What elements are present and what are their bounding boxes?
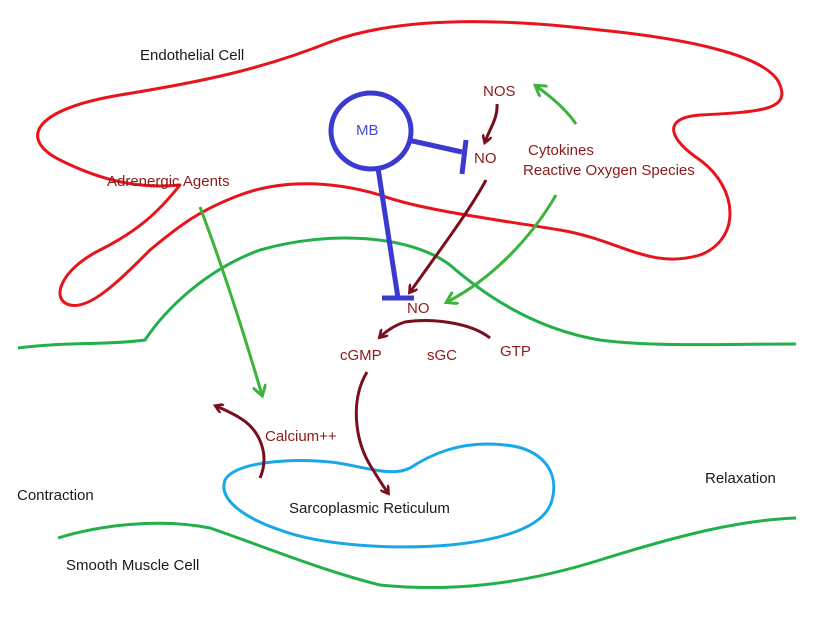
arrow-gtp-to-cgmp: [380, 319, 491, 338]
label-smooth-muscle-cell: Smooth Muscle Cell: [66, 557, 200, 574]
label-nos: NOS: [483, 83, 516, 100]
mb-inhibit-muscle-no: [375, 167, 401, 299]
label-no-endothelial: NO: [474, 150, 497, 167]
label-adrenergic-agents: Adrenergic Agents: [107, 173, 230, 190]
label-gtp: GTP: [500, 343, 531, 360]
label-endothelial-cell: Endothelial Cell: [140, 47, 245, 64]
arrow-nos-to-no: [485, 103, 499, 142]
label-relaxation: Relaxation: [705, 470, 776, 487]
label-sarcoplasmic-reticulum: Sarcoplasmic Reticulum: [289, 500, 450, 517]
smooth-muscle-upper-membrane: [17, 236, 797, 350]
label-sgc: sGC: [427, 347, 457, 364]
label-cytokines: Cytokines: [528, 142, 594, 159]
label-cgmp: cGMP: [340, 347, 382, 364]
label-reactive-oxygen-species: Reactive Oxygen Species: [523, 162, 695, 179]
smooth-muscle-lower-membrane: [57, 516, 797, 590]
label-calcium: Calcium++: [265, 428, 337, 445]
sarcoplasmic-reticulum-outline: [222, 442, 556, 549]
label-contraction: Contraction: [17, 487, 94, 504]
arrow-cgmp-to-reticulum: [354, 371, 388, 493]
endothelial-cell-outline: [36, 20, 784, 308]
inhibit-bar-endothelial-no: [459, 139, 469, 175]
arrow-cytokines-to-nos: [536, 86, 578, 125]
arrow-calcium-release: [216, 406, 266, 479]
mb-inhibit-endothelial-no: [407, 137, 463, 155]
arrow-ros-to-no: [447, 194, 558, 302]
label-mb: MB: [356, 122, 379, 139]
mb-circle: [328, 90, 414, 172]
arrow-adrenergic-to-calcium: [198, 206, 262, 395]
label-no-muscle: NO: [407, 300, 430, 317]
arrow-no-to-no: [410, 179, 488, 292]
